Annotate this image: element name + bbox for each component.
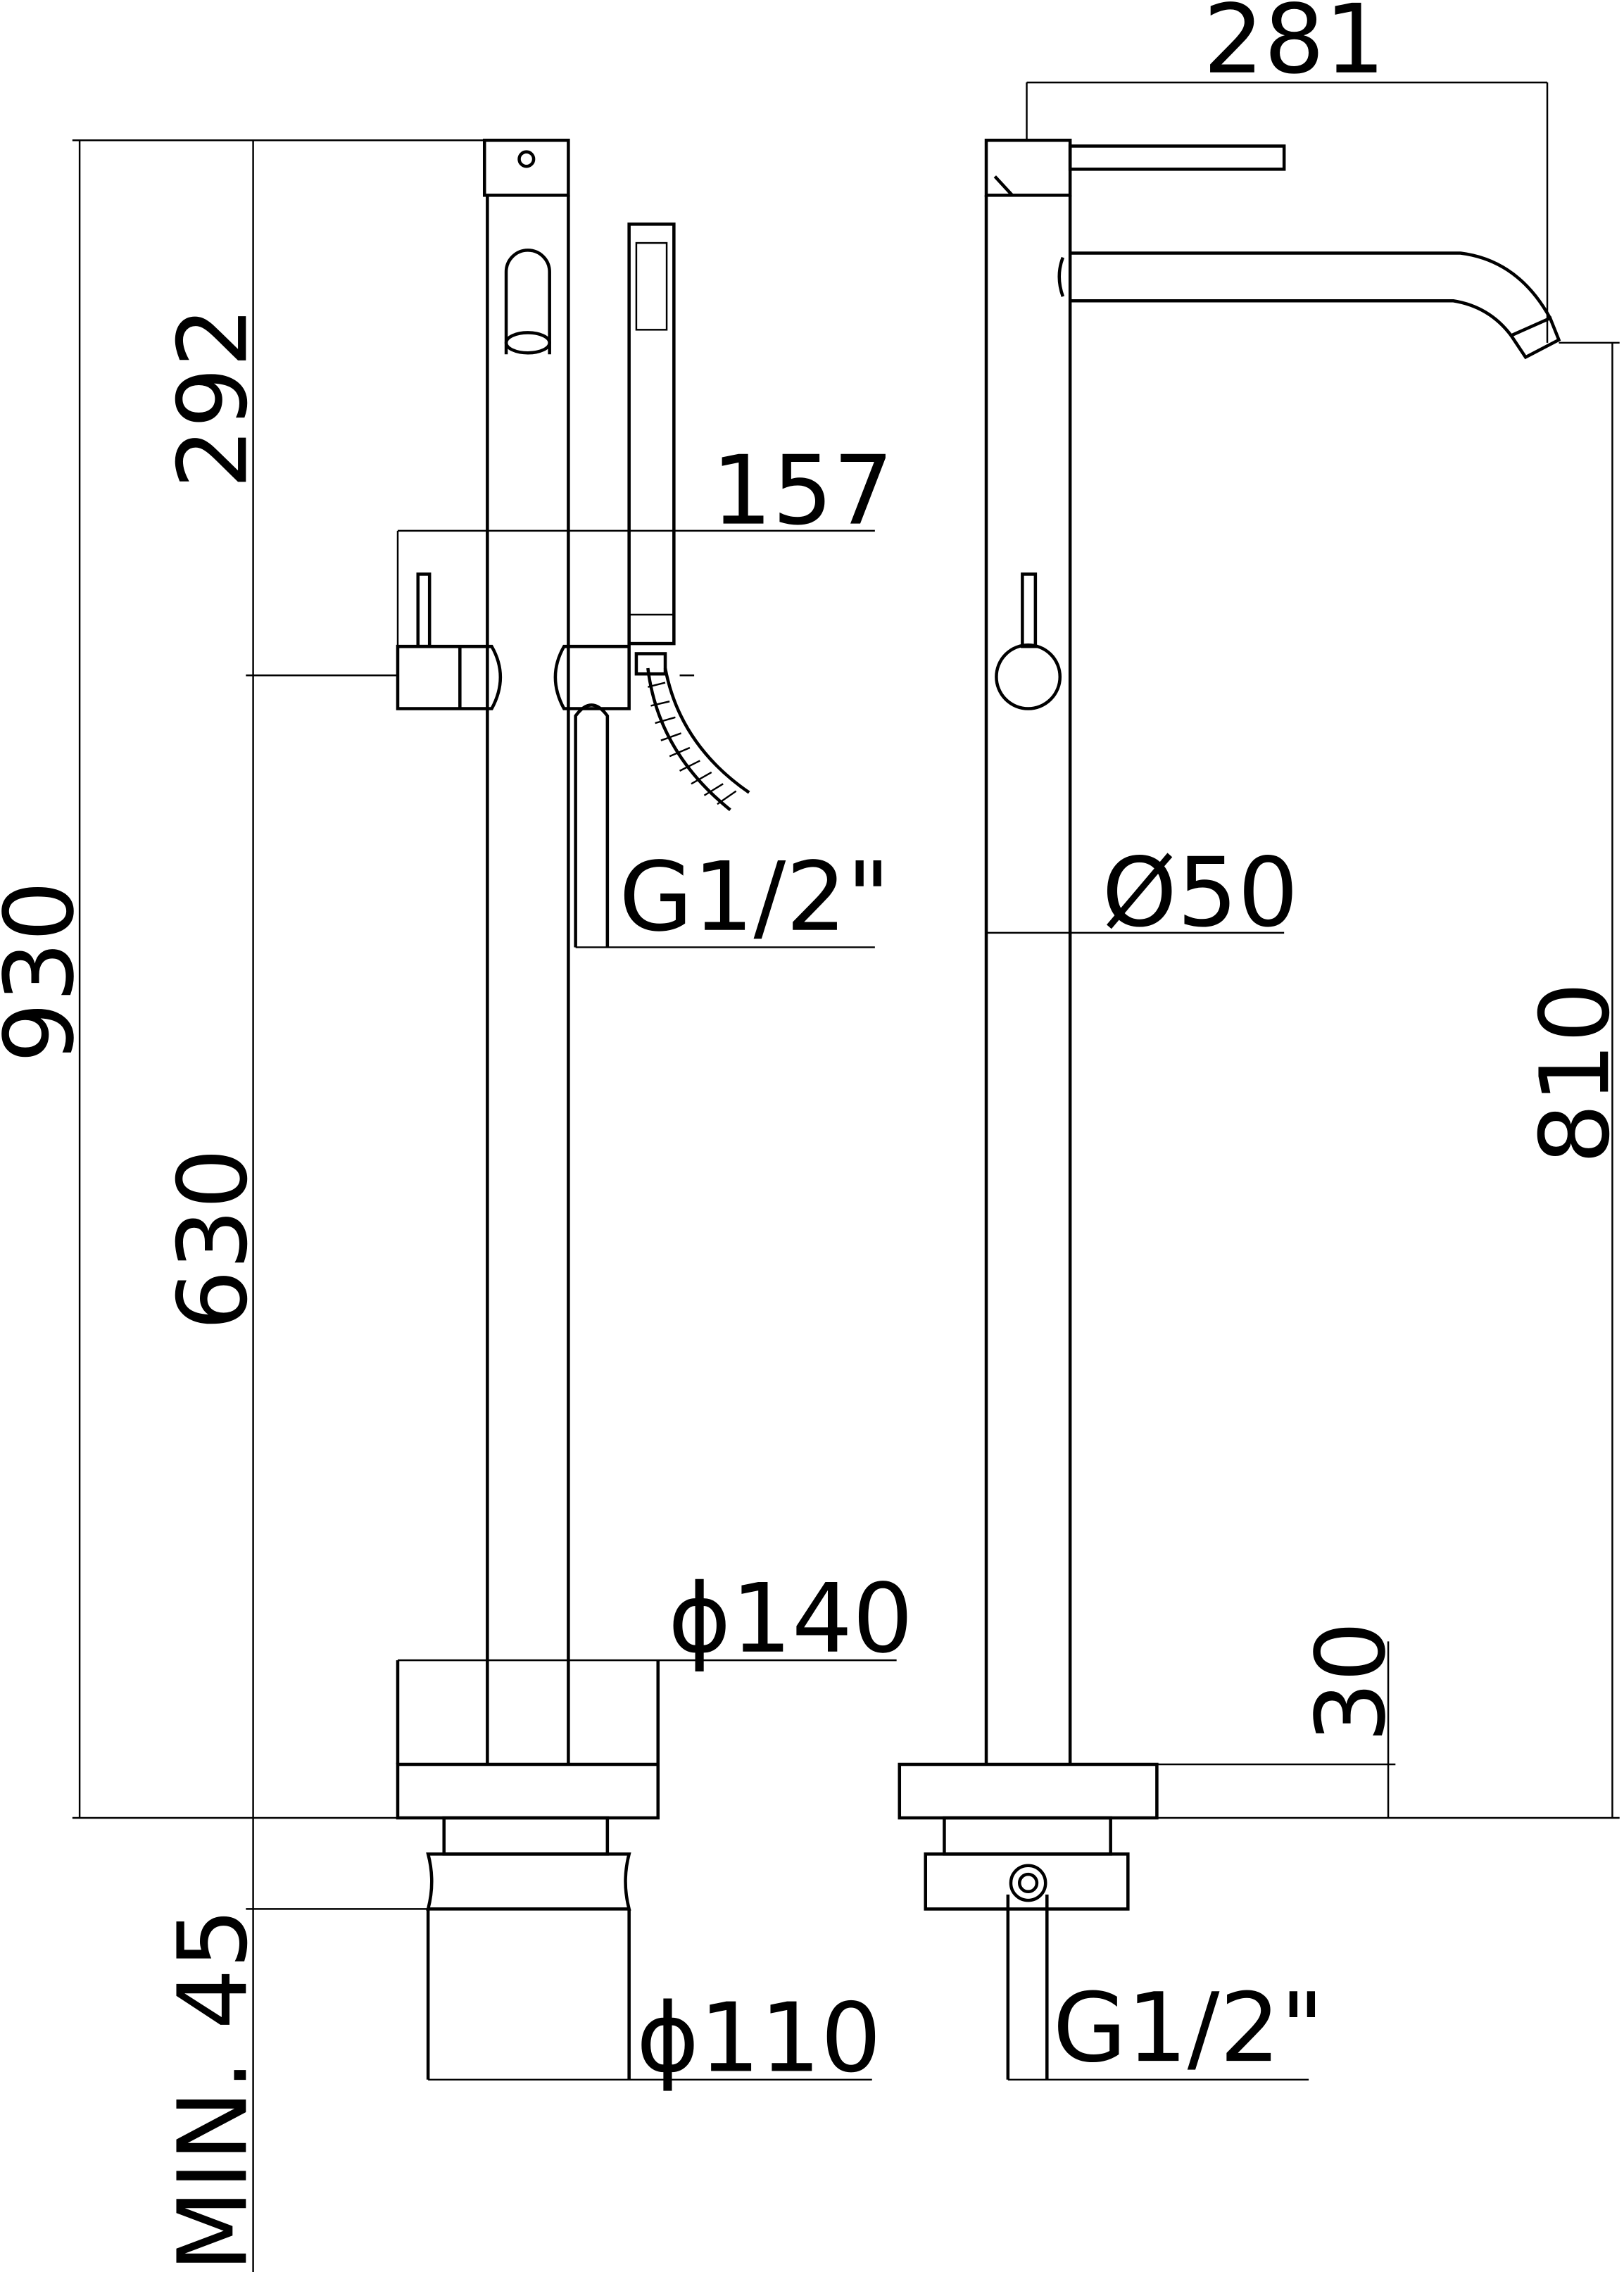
dim-g12-hose-label: G1/2": [619, 841, 890, 953]
side-view: 281 810 Ø50 30 G1/2": [898, 0, 1624, 2083]
spout: [1070, 251, 1552, 337]
dim-30-label: 30: [1295, 1621, 1406, 1743]
top-cap: [482, 138, 570, 197]
dim-810-label: 810: [1519, 982, 1624, 1165]
base-plate: [396, 1762, 660, 1820]
dim-292-label: 292: [157, 307, 268, 489]
dim-157-label: 157: [712, 435, 894, 546]
side-mixer-lever: [1021, 572, 1038, 648]
dim-930-label: 930: [0, 881, 95, 1063]
inlet-connector: [1009, 1864, 1047, 1902]
mixer-lever: [416, 572, 432, 648]
dim-140-label: ϕ140: [668, 1563, 913, 1674]
dim-50-label: Ø50: [1102, 837, 1298, 948]
dimension-930: 930 292 630 MIN. 45: [0, 139, 485, 2272]
side-top-cap: [984, 138, 1072, 197]
dim-630-label: 630: [157, 1148, 268, 1331]
dim-110-label: ϕ110: [636, 1982, 881, 2093]
front-view: 930 292 630 MIN. 45 157: [0, 138, 913, 2272]
side-base-plate: [898, 1762, 1159, 1820]
shower-hose: [646, 667, 750, 812]
floor-flange: [426, 1852, 631, 1911]
dim-281-label: 281: [1203, 0, 1385, 95]
dim-min45-label: MIN. 45: [157, 1908, 268, 2272]
shower-holder: [553, 644, 631, 710]
side-floor-flange: [924, 1852, 1130, 1911]
outlet-slot: [504, 249, 551, 355]
side-lever: [1068, 144, 1286, 171]
dim-g12-inlet-label: G1/2": [1053, 1972, 1325, 2083]
hand-shower: [627, 222, 676, 646]
side-mixer-knob: [995, 643, 1062, 710]
